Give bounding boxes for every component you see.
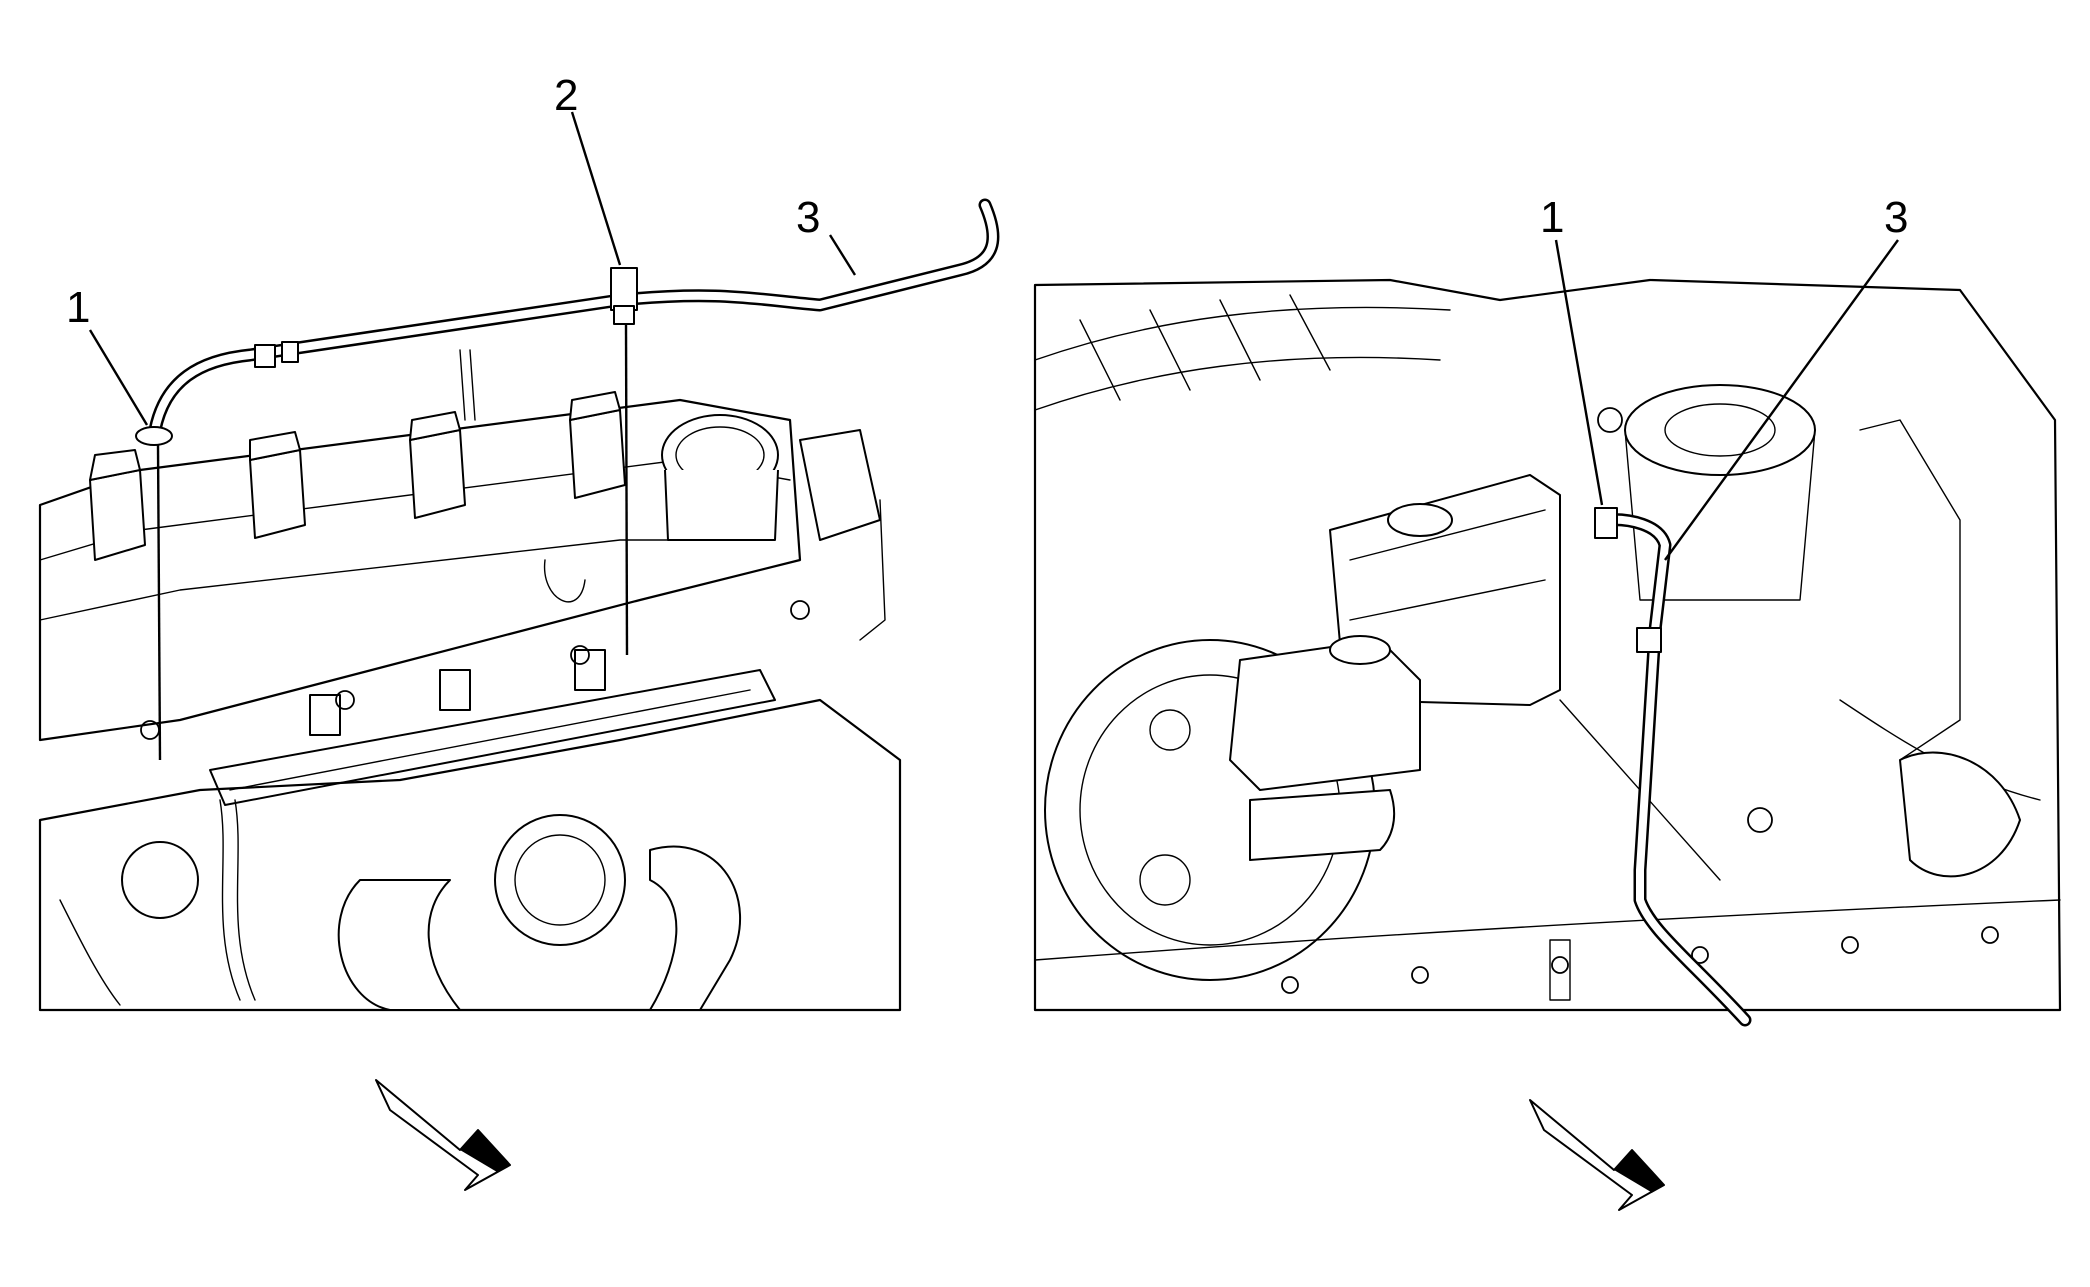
right-callout-3: 3 bbox=[1884, 193, 1908, 242]
right-view-engine-bay bbox=[1033, 278, 2062, 1027]
strut-tower bbox=[1624, 384, 1816, 601]
front-direction-arrow-left bbox=[375, 1079, 511, 1191]
pcv-hose-right bbox=[1598, 513, 1752, 1027]
right-callout-1: 1 bbox=[1540, 193, 1564, 242]
left-view-engine bbox=[38, 198, 1000, 1012]
left-callout-leaders bbox=[88, 111, 857, 761]
coil-packs bbox=[89, 391, 626, 561]
left-callout-1: 1 bbox=[66, 283, 90, 332]
right-callout-leaders bbox=[1554, 239, 1899, 561]
hose-clip-left bbox=[135, 426, 173, 446]
left-callout-3: 3 bbox=[796, 193, 820, 242]
hose-retainer-left bbox=[610, 267, 638, 325]
left-callout-2: 2 bbox=[554, 71, 578, 120]
oil-filler-cap bbox=[661, 414, 779, 541]
hose-clip-right bbox=[1594, 507, 1662, 653]
pcv-hose-left bbox=[148, 198, 1000, 437]
front-direction-arrow-right bbox=[1529, 1099, 1665, 1211]
brake-fluid-reservoir bbox=[1229, 635, 1421, 861]
